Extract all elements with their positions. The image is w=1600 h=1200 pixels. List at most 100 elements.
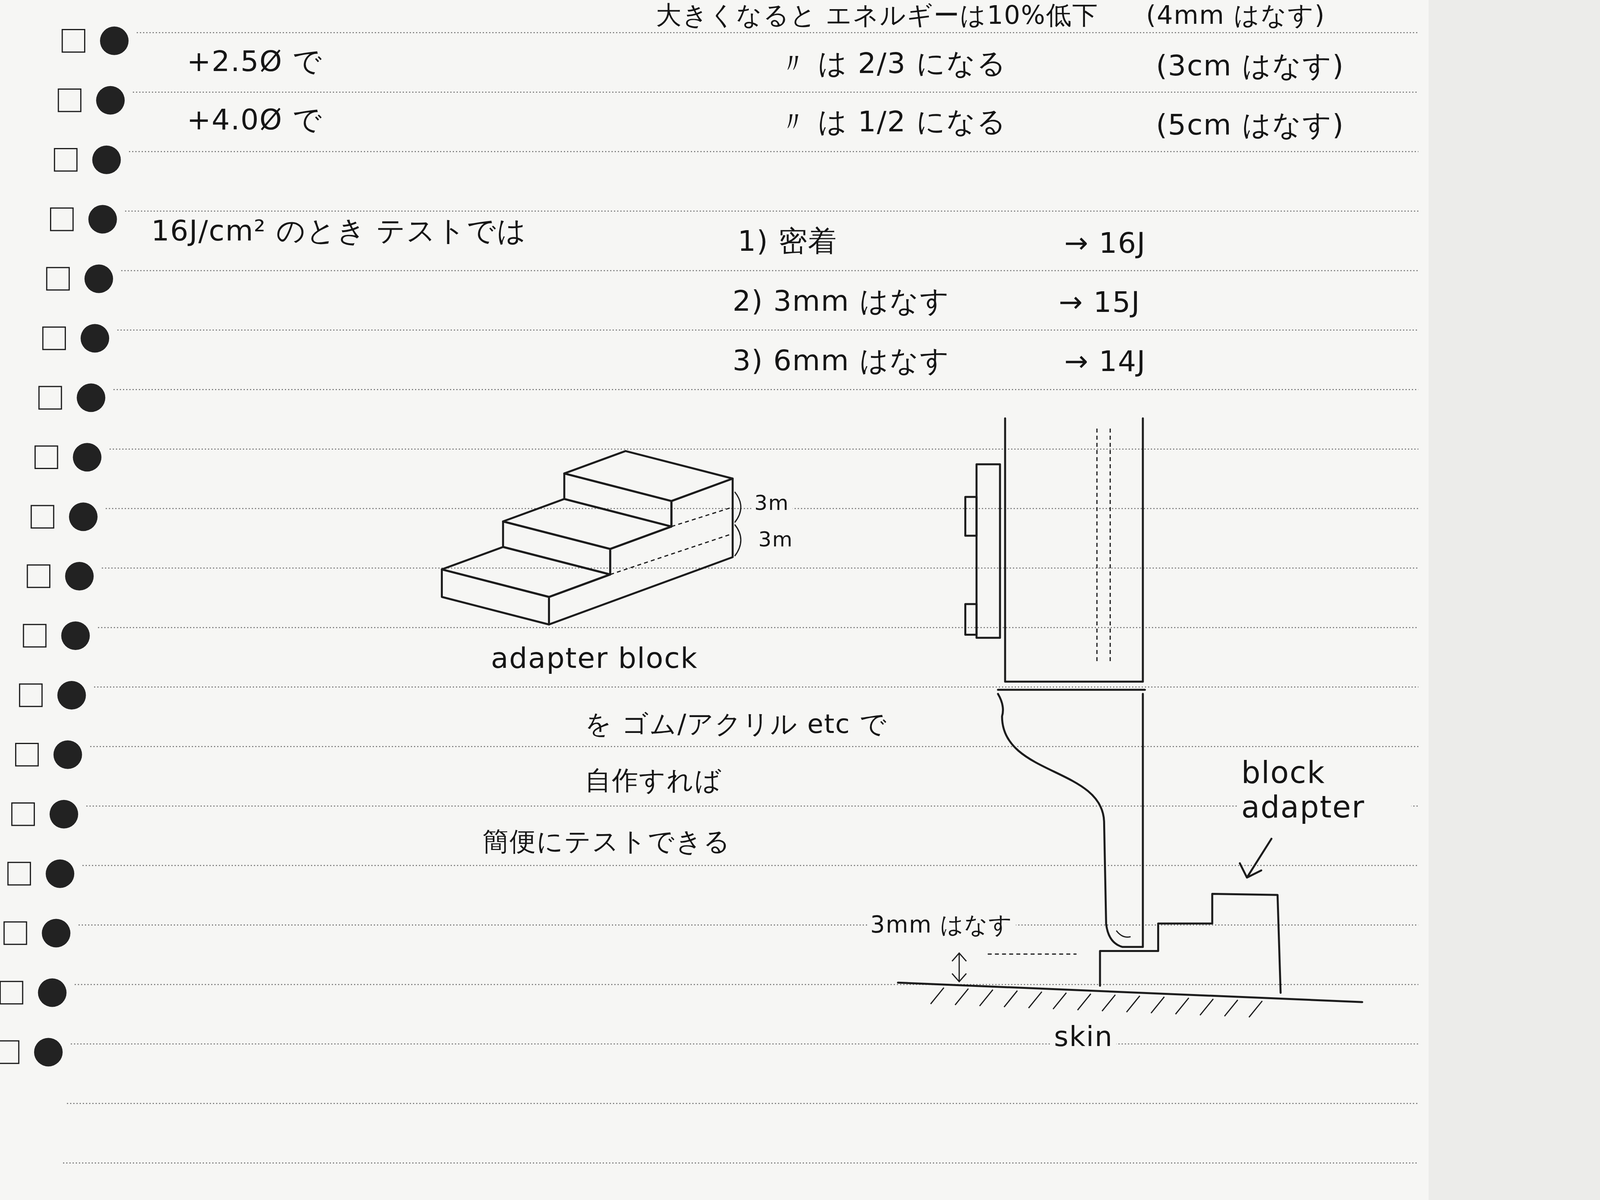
handwritten-note: 3) 6mm はなす: [729, 344, 954, 377]
ruled-line: [117, 329, 1419, 331]
binding-hole: [96, 86, 125, 115]
checkbox: [46, 267, 70, 291]
skin-hatch: [1248, 1000, 1262, 1018]
checkbox: [0, 1040, 19, 1064]
checkbox: [15, 743, 39, 767]
ruled-line: [67, 1102, 1419, 1104]
handwritten-note: を ゴム/アクリル etc で: [581, 709, 891, 740]
checkbox: [31, 505, 54, 529]
binding-hole: [84, 264, 114, 294]
part-label: adapter block: [487, 641, 702, 675]
block-adapter: [1100, 894, 1281, 993]
checkbox: [0, 981, 24, 1004]
checkbox: [58, 88, 81, 112]
binding-hole: [61, 621, 90, 650]
part-label: skin: [1050, 1020, 1117, 1053]
skin-hatch: [1224, 1000, 1238, 1017]
margin-marks: [0, 26, 1419, 1164]
checkbox: [62, 29, 85, 53]
handwritten-note: 簡便にテストできる: [479, 826, 735, 857]
ruled-line: [94, 686, 1419, 688]
binding-hole: [38, 978, 67, 1007]
paper: [0, 0, 1429, 1200]
handwritten-note: 大きくなると エネルギーは10%低下: [652, 0, 1102, 31]
ruled-line: [98, 626, 1419, 629]
part-label: block adapter: [1238, 755, 1412, 825]
handwritten-note: +4.0Ø で: [183, 103, 326, 137]
ruled-line: [82, 865, 1419, 867]
checkbox: [3, 921, 27, 945]
ruled-line: [70, 1043, 1419, 1045]
ruled-line: [136, 32, 1419, 34]
binding-hole: [76, 383, 106, 412]
checkbox: [19, 684, 43, 707]
skin-hatch: [1028, 991, 1042, 1008]
ruled-line: [121, 270, 1419, 272]
stair-block: [441, 451, 741, 625]
binding-hole: [100, 26, 129, 56]
ruled-line: [109, 448, 1419, 450]
binding-hole: [53, 740, 83, 770]
skin-hatch: [1200, 998, 1214, 1016]
ruled-line: [74, 984, 1419, 986]
ruled-line: [86, 805, 1419, 807]
handwritten-note: 16J/cm² のとき テストでは: [148, 214, 531, 248]
checkbox: [38, 386, 62, 410]
binding-hole: [92, 145, 121, 175]
handpiece: [965, 418, 1146, 947]
handwritten-note: 2) 3mm はなす: [729, 284, 954, 318]
binding-hole: [45, 859, 75, 889]
binding-hole: [49, 800, 79, 829]
checkbox: [34, 446, 58, 469]
binding-hole: [69, 502, 98, 531]
binding-hole: [65, 561, 94, 591]
ruled-line: [63, 1162, 1419, 1164]
handwritten-note: 自作すれば: [581, 765, 726, 796]
skin-hatch: [955, 988, 969, 1005]
checkbox: [23, 624, 47, 648]
checkbox: [54, 148, 77, 172]
skin-hatch: [1126, 995, 1140, 1012]
checkbox: [42, 326, 66, 350]
checkbox: [11, 802, 35, 826]
paper-edge: [1428, 0, 1600, 1200]
skin-hatch: [1101, 994, 1116, 1012]
checkbox: [7, 862, 31, 885]
ruled-line: [132, 91, 1419, 93]
skin-surface: [898, 982, 1363, 1018]
handwritten-note: 〃 は 1/2 になる: [775, 105, 1010, 139]
handwritten-note: → 16J: [1061, 226, 1150, 260]
binding-hole: [34, 1037, 63, 1067]
handwritten-note: → 14J: [1061, 344, 1150, 378]
binding-hole: [73, 442, 102, 472]
skin-hatch: [1151, 996, 1165, 1014]
binding-hole: [88, 205, 118, 234]
checkbox: [27, 565, 50, 588]
handwritten-note: (3cm はなす): [1152, 49, 1348, 83]
gap-dimension: [951, 953, 1077, 982]
ruled-line: [101, 567, 1419, 569]
skin-hatch: [1053, 992, 1067, 1010]
handwritten-note: 1) 密着: [734, 224, 841, 258]
skin-hatch: [1175, 998, 1189, 1015]
handwritten-note: → 15J: [1055, 285, 1144, 319]
skin-hatch: [930, 987, 944, 1004]
skin-hatch: [979, 989, 993, 1006]
skin-hatch: [1077, 993, 1091, 1010]
dimension-label: 3m: [755, 527, 797, 552]
binding-hole: [57, 680, 87, 710]
handwritten-note: (4mm はなす): [1142, 0, 1329, 31]
ruled-line: [125, 210, 1419, 212]
binding-hole: [80, 323, 110, 353]
binding-hole: [41, 919, 71, 948]
ruled-line: [128, 151, 1419, 153]
handwritten-note: (5cm はなす): [1152, 108, 1348, 142]
skin-hatch: [1003, 990, 1018, 1008]
checkbox: [50, 207, 74, 231]
dimension-label: 3mm はなす: [867, 911, 1016, 939]
ruled-line: [90, 746, 1419, 748]
leader-arrow: [1239, 838, 1272, 878]
